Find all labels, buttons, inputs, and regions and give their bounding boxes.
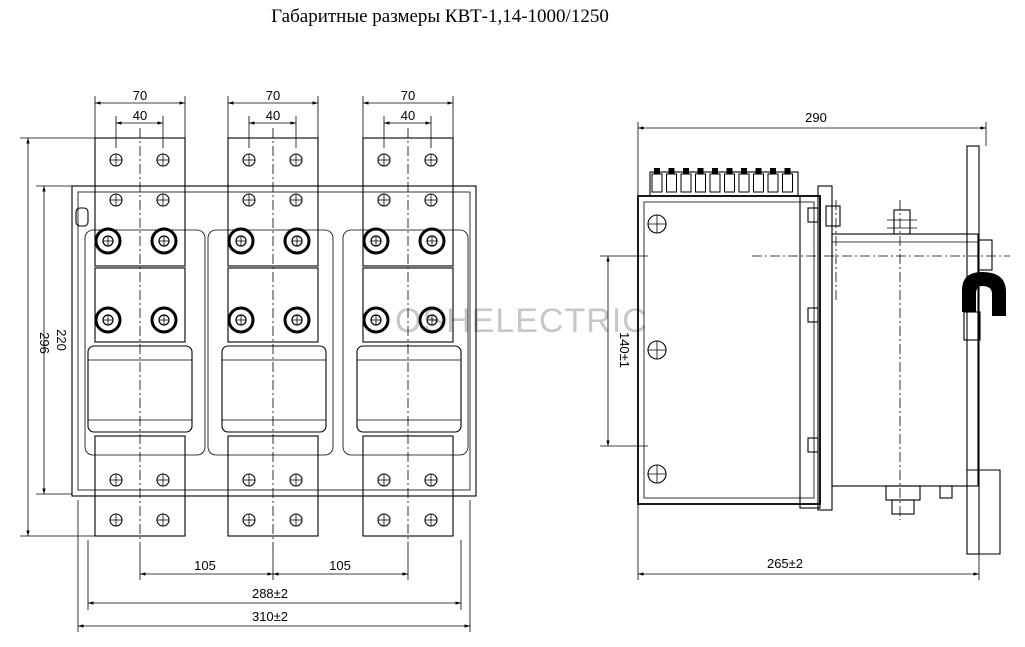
dim-70-pole-1: 70 (133, 88, 147, 103)
bolt-hole (289, 153, 303, 167)
dim-310: 310±2 (252, 609, 288, 624)
bolt-hole (242, 473, 256, 487)
bolt-hole (424, 473, 438, 487)
bolt-hole (424, 153, 438, 167)
base-plate (71, 185, 477, 497)
terminal-nut (227, 227, 255, 255)
mount-hole-mid (647, 340, 667, 360)
bolt-hole (377, 153, 391, 167)
arc-chamber-3 (356, 345, 462, 433)
mount-hole-bottom (647, 464, 667, 484)
bolt-hole (156, 153, 170, 167)
terminal-nut (418, 227, 446, 255)
pole-3 (342, 128, 469, 546)
bolt-hole (156, 513, 170, 527)
dim-40-pole-3: 40 (401, 108, 415, 123)
terminal-holes (109, 153, 438, 527)
side-busbar (966, 145, 980, 555)
terminal-nut (418, 306, 446, 334)
dim-105-right: 105 (329, 558, 351, 573)
dim-105-left: 105 (194, 558, 216, 573)
mount-hole-top (647, 214, 667, 234)
bolt-hole (109, 513, 123, 527)
terminal-nut (283, 227, 311, 255)
bolt-hole (424, 513, 438, 527)
bolt-hole (377, 513, 391, 527)
dim-hole-spacing (115, 116, 432, 148)
pole-1 (84, 128, 206, 546)
bolt-hole (377, 193, 391, 207)
dim-140: 140±1 (617, 332, 632, 368)
terminal-nut (227, 306, 255, 334)
bolt-hole (424, 193, 438, 207)
dim-220: 220 (54, 329, 69, 351)
bolt-hole (242, 193, 256, 207)
terminal-nut (94, 227, 122, 255)
bolt-hole (289, 193, 303, 207)
terminal-nuts (94, 227, 446, 334)
bolt-hole (289, 513, 303, 527)
dim-side (600, 122, 987, 580)
terminal-nut (362, 227, 390, 255)
dim-296: 296 (37, 332, 52, 354)
dim-height (20, 137, 95, 537)
dim-40-pole-2: 40 (266, 108, 280, 123)
terminal-nut (283, 306, 311, 334)
arc-chamber-2 (221, 345, 327, 433)
bolt-hole (242, 153, 256, 167)
pole-2 (207, 128, 334, 546)
control-terminal-strip (649, 168, 799, 197)
terminal-nut (94, 306, 122, 334)
bolt-hole (109, 473, 123, 487)
dim-70-pole-3: 70 (401, 88, 415, 103)
dim-288: 288±2 (252, 586, 288, 601)
terminal-nut (150, 227, 178, 255)
bolt-hole (289, 473, 303, 487)
bolt-hole (156, 193, 170, 207)
dim-290: 290 (805, 110, 827, 125)
terminal-nut (150, 306, 178, 334)
bolt-hole (242, 513, 256, 527)
dim-pole-width (94, 96, 454, 138)
side-drive-box (831, 233, 979, 487)
bolt-hole (109, 193, 123, 207)
dim-265: 265±2 (767, 556, 803, 571)
dim-bottom (77, 500, 471, 632)
bolt-hole (156, 473, 170, 487)
bolt-hole (109, 153, 123, 167)
dim-70-pole-2: 70 (266, 88, 280, 103)
front-view: 70 70 70 40 40 40 296 220 (20, 88, 477, 632)
side-hook (962, 272, 1006, 316)
side-view: 290 265±2 140±1 (600, 110, 1010, 580)
bolt-hole (377, 473, 391, 487)
dim-40-pole-1: 40 (133, 108, 147, 123)
page-title: Габаритные размеры КВТ-1,14-1000/1250 (271, 6, 609, 27)
terminal-nut (362, 306, 390, 334)
